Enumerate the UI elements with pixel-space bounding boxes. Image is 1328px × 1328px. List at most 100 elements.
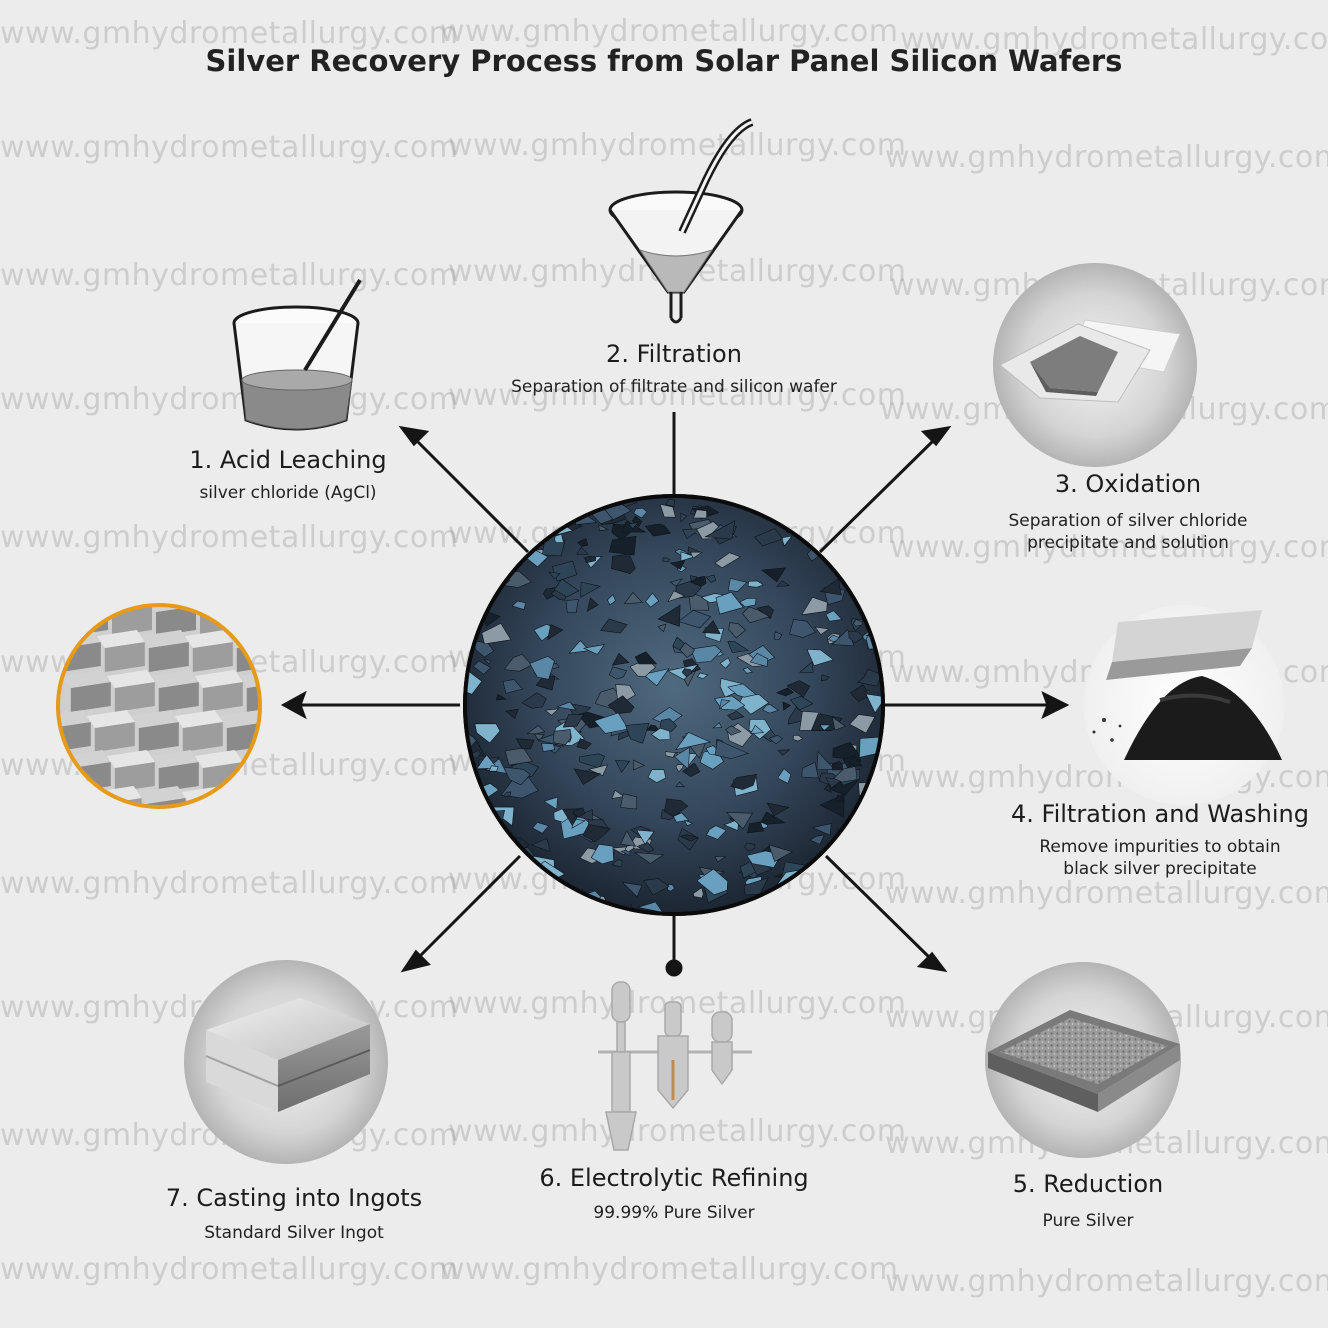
wafer-shard — [872, 616, 882, 623]
wafer-shard — [832, 742, 859, 759]
silver-chloride-plate-photo — [993, 263, 1197, 467]
wafer-shard — [715, 591, 744, 615]
wafer-shard — [669, 578, 683, 587]
step-subtitle: Pure Silver — [1042, 1211, 1134, 1231]
wafer-shard — [631, 515, 643, 528]
wafer-shard — [465, 536, 473, 544]
wafer-shard — [727, 683, 757, 698]
wafer-shard — [705, 574, 717, 583]
arrow-to-step-3 — [818, 425, 952, 554]
wafer-shard — [659, 503, 676, 518]
diagram-title: Silver Recovery Process from Solar Panel… — [205, 44, 1123, 78]
wafer-shard — [573, 768, 602, 785]
wafer-shard — [690, 551, 703, 559]
wafer-shard — [611, 553, 636, 575]
ingot-side — [158, 762, 199, 792]
wafer-shard — [823, 783, 832, 793]
wafer-shard — [777, 892, 795, 901]
wafer-shard — [739, 597, 757, 608]
step-subtitle: Separation of silver chloride — [1008, 511, 1248, 531]
wafer-shard — [758, 811, 786, 826]
ingot-side — [271, 722, 311, 752]
wafer-shard — [503, 766, 531, 786]
ingot-side — [192, 642, 233, 672]
ingot-top — [150, 670, 199, 688]
ingot-side — [156, 606, 196, 636]
wafer-shard — [582, 824, 611, 843]
wafer-shard — [473, 852, 502, 867]
wafer-shard — [607, 594, 616, 606]
wafer-shard — [762, 703, 779, 714]
wafer-shard — [754, 528, 784, 547]
wafer-shard — [494, 571, 505, 580]
wafer-shard — [509, 905, 524, 914]
wafer-shard — [741, 606, 771, 624]
wafer-shard — [714, 855, 727, 863]
wafer-shard — [675, 579, 702, 599]
wafer-shard — [664, 798, 689, 817]
arrow-to-step-4 — [884, 690, 1070, 720]
step-title: 5. Reduction — [1012, 1170, 1164, 1198]
ingot-side — [104, 642, 145, 672]
wafer-shard — [679, 834, 699, 842]
wafer-shard — [556, 701, 577, 711]
wafer-shard — [839, 542, 849, 550]
ingot-top — [238, 670, 259, 688]
ingot-side — [233, 798, 259, 806]
wafer-shard — [587, 764, 609, 776]
wafer-shard — [820, 892, 841, 903]
wafer-shard — [542, 900, 559, 911]
wafer-shard — [786, 680, 811, 698]
wafer-shard — [848, 574, 866, 585]
ingot-top — [106, 670, 155, 688]
wafer-shard — [784, 905, 794, 914]
wafer-shard — [633, 852, 665, 864]
ingot-top — [150, 750, 199, 768]
wafer-shard — [850, 906, 861, 914]
arrow-to-ingot-photo — [280, 690, 460, 720]
wafer-shard — [835, 794, 845, 803]
wafer-shard — [765, 496, 781, 501]
step-title: 7. Casting into Ingots — [165, 1184, 423, 1212]
wafer-shard — [682, 528, 702, 540]
wafer-shard — [530, 837, 551, 853]
wafer-shard — [562, 714, 585, 728]
wafer-shard — [579, 753, 605, 769]
ingot-side — [244, 606, 259, 636]
arrow-to-step-5 — [824, 854, 948, 973]
step-title: 2. Filtration — [606, 340, 742, 368]
wafer-shard — [511, 600, 527, 610]
wafer-shard — [853, 858, 867, 866]
wafer-shard — [829, 547, 849, 565]
black-silver-powder-photo — [1084, 605, 1284, 805]
wafer-shard — [865, 693, 883, 714]
wafer-shard — [851, 813, 872, 825]
step-filtration: 2. Filtration Separation of filtrate and… — [474, 340, 874, 398]
wafer-shard — [682, 762, 701, 777]
step-title: 3. Oxidation — [1054, 470, 1202, 498]
wafer-shard — [481, 623, 512, 645]
wafer-shard — [552, 496, 582, 515]
wafer-shard — [611, 789, 625, 799]
wafer-shard — [636, 842, 655, 853]
ingot-top — [225, 786, 259, 804]
wafer-shard — [628, 522, 639, 530]
wafer-shard — [677, 609, 712, 629]
wafer-shard — [521, 692, 547, 709]
wafer-shard — [727, 710, 745, 721]
wafer-shard — [472, 660, 492, 675]
wafer-shard — [827, 545, 839, 553]
ingot-top — [218, 710, 259, 728]
step-subtitle: 99.99% Pure Silver — [593, 1203, 755, 1223]
wafer-shard — [831, 716, 847, 731]
wafer-shard — [690, 576, 707, 587]
wafer-shard — [551, 560, 578, 582]
ingot-top — [236, 606, 259, 612]
wafer-shard — [768, 844, 794, 863]
step-subtitle: precipitate and solution — [1027, 533, 1229, 553]
wafer-shard — [593, 712, 629, 734]
wafer-shard — [849, 684, 870, 702]
wafer-shard — [714, 552, 742, 569]
wafer-shard — [576, 738, 592, 750]
